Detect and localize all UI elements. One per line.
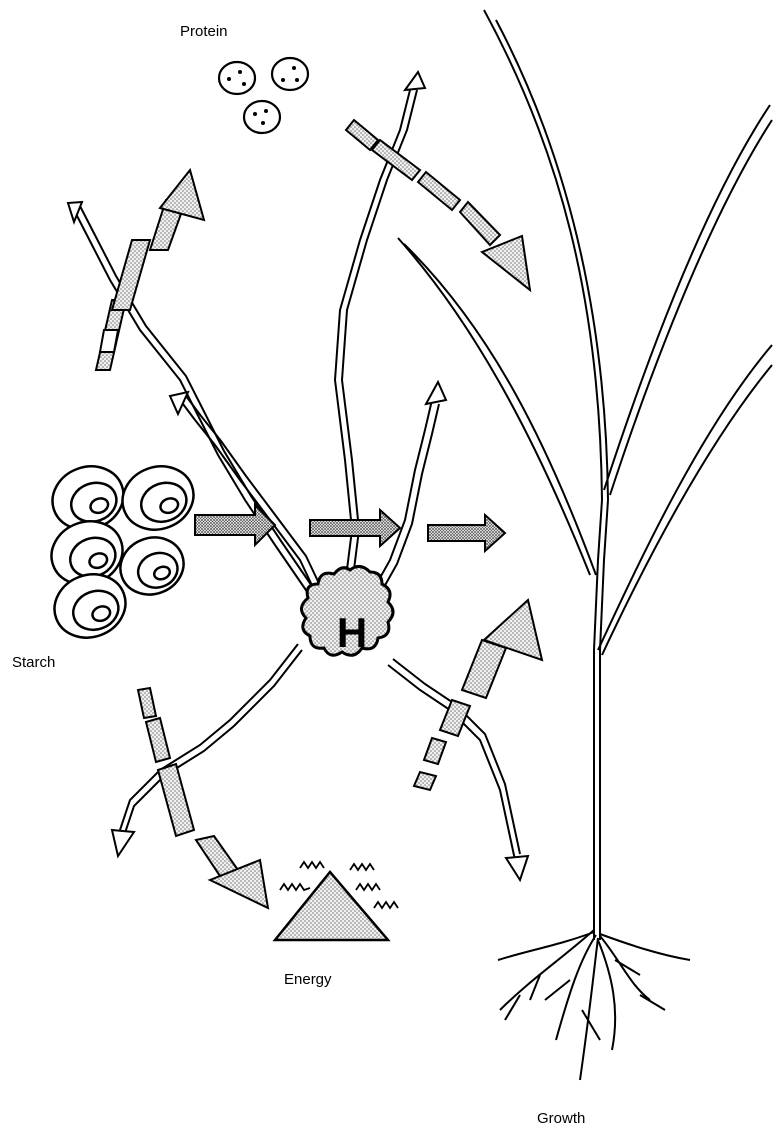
stippled-arrow-down-right-top xyxy=(346,120,530,290)
stippled-arrow-down-energy xyxy=(138,688,268,908)
protein-label: Protein xyxy=(180,23,228,40)
wavy-arrow-down-left xyxy=(112,644,302,856)
stippled-arrow-up-right xyxy=(414,600,542,790)
stippled-arrow-right-2 xyxy=(310,510,400,546)
starch-granules-icon xyxy=(43,457,203,648)
wavy-arrow-down-right xyxy=(388,659,528,880)
growth-label: Growth xyxy=(537,1110,585,1127)
stippled-arrow-right-3 xyxy=(428,515,505,551)
starch-label: Starch xyxy=(12,654,55,671)
protein-granules-icon xyxy=(219,58,308,133)
wavy-arrow-up-right xyxy=(372,382,446,596)
grass-plant-icon xyxy=(398,10,772,1080)
hormone-letter: H xyxy=(337,609,367,656)
energy-label: Energy xyxy=(284,971,332,988)
hormone-blob-icon: H xyxy=(301,566,393,656)
energy-triangle-icon xyxy=(275,862,398,940)
